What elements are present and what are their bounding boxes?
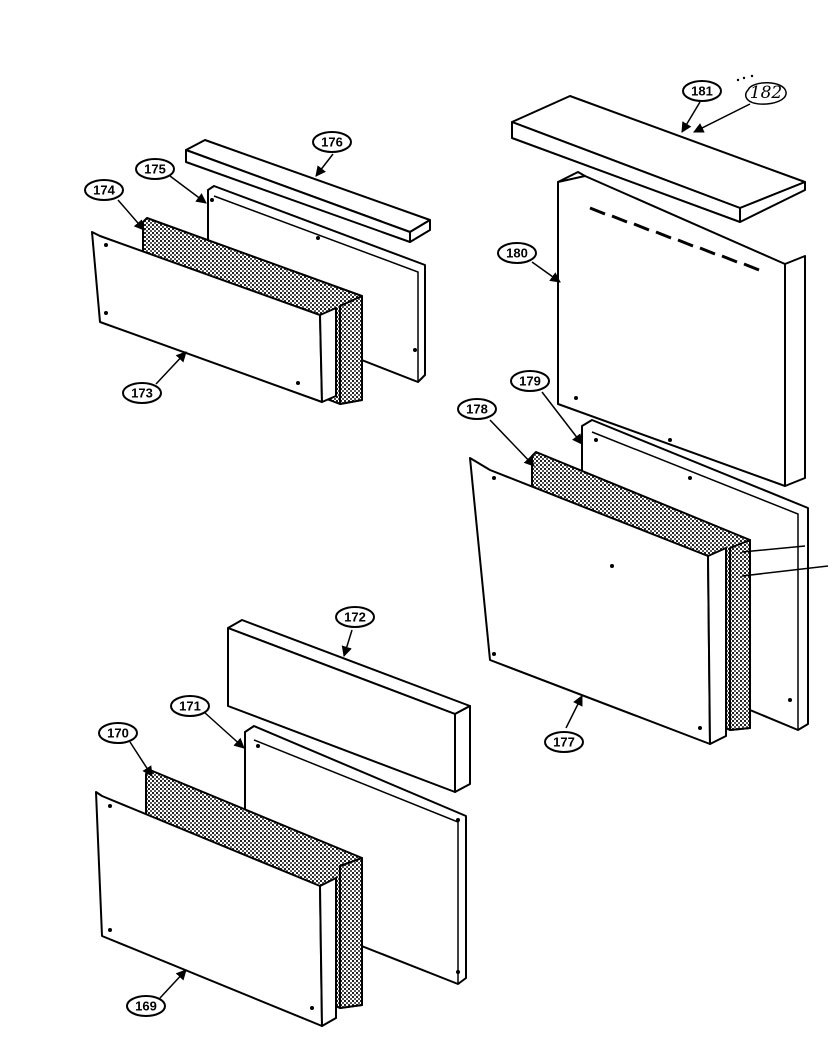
part-173-front-panel (91, 231, 337, 403)
part-176-top-trim (185, 139, 431, 243)
callout-173: 173 (122, 382, 162, 404)
callout-170: 170 (98, 722, 138, 744)
vent-slots (589, 206, 760, 272)
part-169-front-panel (95, 791, 337, 1027)
callout-172: 172 (335, 606, 375, 628)
callout-172-label: 172 (344, 610, 366, 625)
callout-178: 178 (457, 398, 497, 420)
callout-180-label: 180 (506, 246, 528, 261)
leader-line (741, 565, 829, 577)
callout-177: 177 (544, 731, 584, 753)
part-177-front-panel (469, 457, 727, 745)
callout-182-handwritten: 182 (736, 74, 787, 105)
part-181-top (511, 95, 806, 223)
callout-179: 179 (510, 370, 550, 392)
callout-181: 181 (682, 80, 722, 102)
callout-182-label: 182 (750, 83, 782, 103)
part-172-top-box (227, 619, 471, 793)
callout-180: 180 (497, 242, 537, 264)
callout-169-label: 169 (135, 999, 157, 1014)
leader-line (741, 545, 806, 553)
callout-174-label: 174 (93, 183, 115, 198)
callout-181-label: 181 (691, 84, 713, 99)
leader-lines (117, 101, 751, 999)
callout-179-label: 179 (519, 374, 541, 389)
callout-174: 174 (84, 179, 124, 201)
part-180-cabinet-body (557, 171, 806, 487)
callout-176: 176 (312, 131, 352, 153)
callout-178-label: 178 (466, 402, 488, 417)
callout-175: 175 (135, 158, 175, 180)
callout-170-label: 170 (107, 726, 129, 741)
callout-169: 169 (126, 995, 166, 1017)
callout-177-label: 177 (553, 735, 575, 750)
callout-171: 171 (170, 695, 210, 717)
callout-175-label: 175 (144, 162, 166, 177)
callout-176-label: 176 (321, 135, 343, 150)
callout-171-label: 171 (179, 699, 201, 714)
callout-173-label: 173 (131, 386, 153, 401)
